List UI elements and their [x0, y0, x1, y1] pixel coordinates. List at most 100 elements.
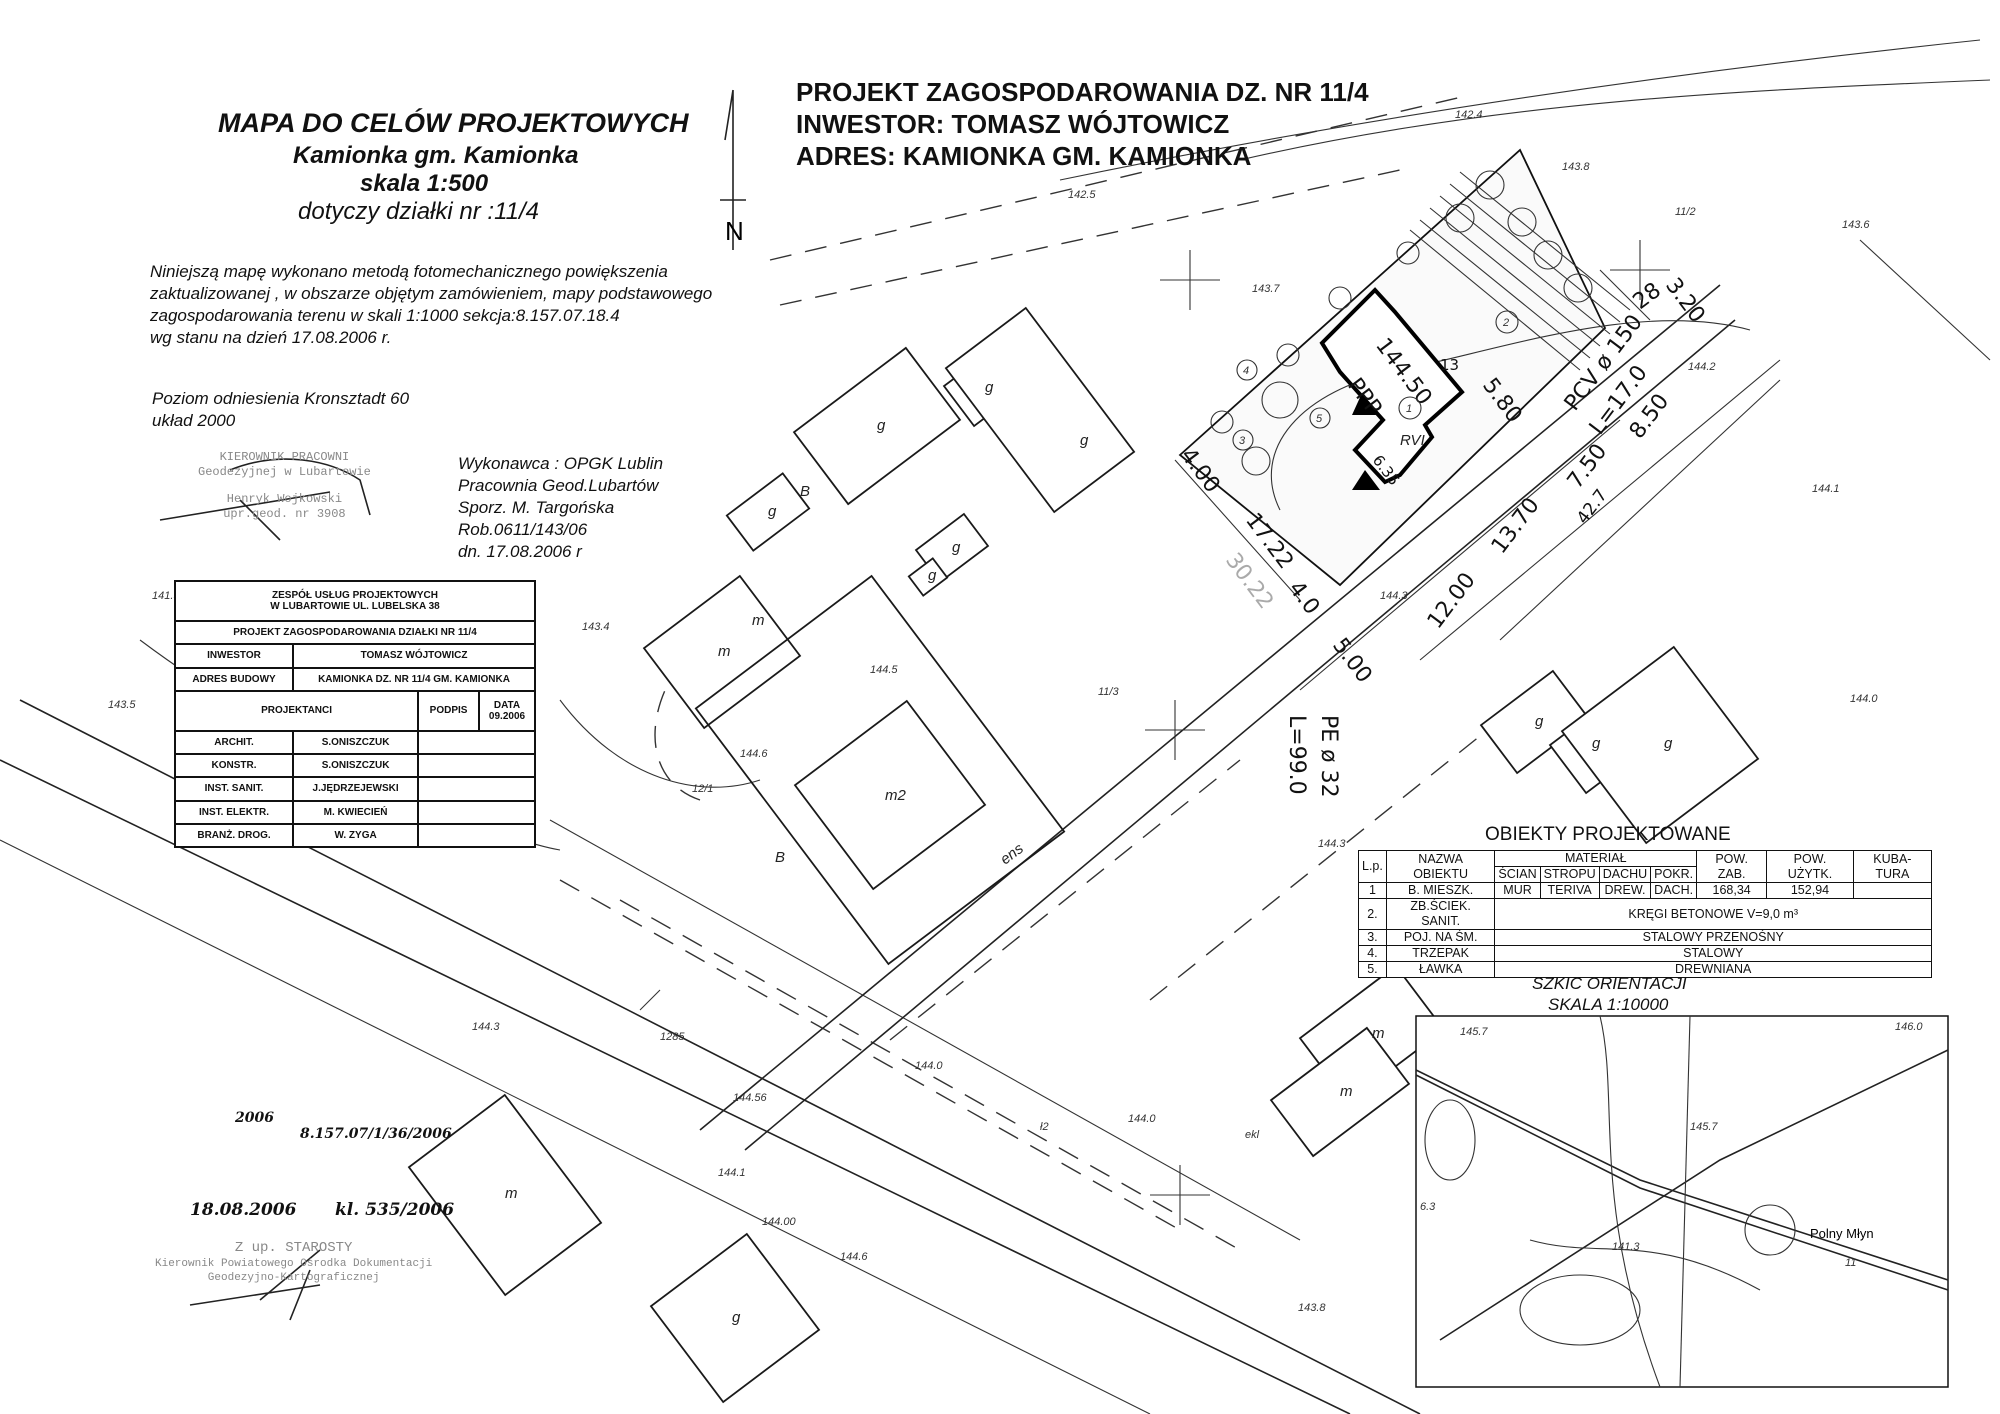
designer: M. KWIECIEŃ	[292, 799, 420, 825]
col-ceiling: STROPU	[1539, 866, 1600, 883]
svg-text:g: g	[877, 417, 886, 434]
svg-text:28: 28	[1629, 278, 1666, 315]
col-material: MATERIAŁ	[1494, 850, 1698, 867]
svg-text:7.50: 7.50	[1563, 439, 1612, 493]
svg-text:144.6: 144.6	[740, 748, 768, 760]
table-row: INST. SANIT.J.JĘDRZEJEWSKI	[173, 776, 536, 802]
cell: 4.	[1358, 945, 1387, 962]
svg-text:11/3: 11/3	[1098, 686, 1119, 698]
svg-text:4: 4	[1243, 365, 1249, 377]
svg-text:145.7: 145.7	[1690, 1121, 1718, 1133]
svg-text:1: 1	[1406, 403, 1412, 415]
signature-bottom	[189, 1249, 321, 1321]
svg-text:144.5: 144.5	[870, 664, 898, 676]
col-area-usable: POW. UŻYTK.	[1766, 850, 1854, 883]
svg-text:4.0: 4.0	[1283, 577, 1324, 620]
designer: S.ONISZCZUK	[292, 729, 420, 756]
parcel-numbers: 11/2 11/3 12/1 1285	[660, 206, 1696, 1043]
map-location: Kamionka gm. Kamionka	[293, 142, 579, 169]
cell: 2.	[1358, 898, 1387, 930]
svg-text:141.9: 141.9	[152, 590, 180, 602]
svg-text:144.1: 144.1	[718, 1167, 746, 1179]
svg-text:PE ø 32: PE ø 32	[1316, 715, 1341, 798]
col-volume: KUBA-TURA	[1852, 850, 1933, 883]
cell: POJ. NA ŚM.	[1385, 929, 1496, 946]
elevation-points: 142.4 143.8 142.5 143.6 143.7 144.2 144.…	[108, 109, 1878, 1314]
project-investor: INWESTOR: TOMASZ WÓJTOWICZ	[796, 109, 1230, 139]
cell: 1	[1358, 882, 1387, 899]
signature-manager	[159, 458, 371, 541]
svg-text:1285: 1285	[660, 1031, 685, 1043]
svg-text:144.3: 144.3	[1380, 590, 1408, 602]
cell: TRZEPAK	[1385, 945, 1496, 962]
address-label: ADRES BUDOWY	[173, 666, 295, 692]
manager-stamp: KIEROWNIK PRACOWNI Geodezyjnej w Lubarto…	[198, 450, 371, 522]
svg-text:12/1: 12/1	[692, 783, 713, 795]
branch: INST. SANIT.	[173, 776, 295, 802]
utility-labels: ens ekl ł2	[997, 840, 1259, 1141]
stamp-line: upr.geod. nr 3908	[223, 507, 346, 521]
trees	[1210, 170, 1593, 476]
table-row: BRANŻ. DROG.W. ZYGA	[173, 822, 536, 849]
objects-table-title: OBIEKTY PROJEKTOWANE	[1485, 824, 1731, 845]
cell: 168,34	[1696, 882, 1768, 899]
svg-text:143.6: 143.6	[1842, 219, 1870, 231]
stamp-line: Geodezyjno-Kartograficznej	[207, 1272, 380, 1284]
cell: TERIVA	[1539, 882, 1600, 899]
object-markers: 1 2 3 4 5	[1232, 310, 1519, 451]
svg-text:m: m	[1372, 1025, 1385, 1042]
orientation-title: SZKIC ORIENTACJI	[1532, 974, 1687, 993]
svg-text:146.0: 146.0	[1895, 1021, 1923, 1033]
svg-text:143.8: 143.8	[1562, 161, 1590, 173]
buildings	[407, 306, 1760, 1404]
svg-text:m: m	[718, 643, 731, 660]
svg-text:11: 11	[1845, 1257, 1856, 1269]
cell: KRĘGI BETONOWE V=9,0 m³	[1494, 898, 1932, 930]
investor-label: INWESTOR	[173, 643, 295, 669]
svg-text:144.1: 144.1	[1812, 483, 1840, 495]
cell: B. MIESZK.	[1385, 882, 1496, 899]
cell: 152,94	[1766, 882, 1854, 899]
svg-text:g: g	[1664, 735, 1673, 752]
cell	[1852, 882, 1933, 899]
orientation-scale: SKALA 1:10000	[1548, 995, 1669, 1014]
svg-text:143.8: 143.8	[1298, 1302, 1326, 1314]
svg-text:g: g	[768, 503, 777, 520]
svg-text:12.00: 12.00	[1423, 568, 1481, 633]
svg-text:B: B	[775, 849, 785, 866]
svg-text:142.4: 142.4	[1455, 109, 1483, 121]
cell: DREW.	[1598, 882, 1652, 899]
map-description: Niniejszą mapę wykonano metodą fotomecha…	[150, 261, 712, 349]
stamp-line: Henryk Wojkowski	[226, 492, 343, 506]
reference-line: Poziom odniesienia Kronsztadt 60	[152, 389, 410, 408]
cell: MUR	[1494, 882, 1541, 899]
description-line: Niniejszą mapę wykonano metodą fotomecha…	[150, 262, 668, 281]
north-arrow-icon: N	[720, 89, 746, 250]
cell: 3.	[1358, 929, 1387, 946]
svg-text:144.00: 144.00	[762, 1216, 797, 1228]
starosta-stamp: Z up. STAROSTY Kierownik Powiatowego Ośr…	[155, 1240, 432, 1285]
cell: DREWNIANA	[1494, 961, 1932, 978]
branch: KONSTR.	[173, 753, 295, 779]
branch: BRANŻ. DROG.	[173, 822, 295, 849]
svg-text:143.5: 143.5	[108, 699, 136, 711]
svg-text:g: g	[1535, 713, 1544, 730]
designers-header: PROJEKTANCI	[173, 689, 420, 732]
stamp-line: Z up. STAROSTY	[234, 1240, 353, 1256]
svg-text:143.4: 143.4	[582, 621, 610, 633]
investor-value: TOMASZ WÓJTOWICZ	[292, 643, 536, 669]
project-header: PROJEKT ZAGOSPODAROWANIA DZ. NR 11/4 INW…	[796, 76, 1369, 172]
svg-text:Polny Młyn: Polny Młyn	[1810, 1226, 1874, 1241]
col-walls: ŚCIAN	[1494, 866, 1541, 883]
svg-text:144.56: 144.56	[733, 1092, 768, 1104]
svg-text:144.6: 144.6	[840, 1251, 868, 1263]
building-labels: g g g g g g m m m2 B B g g g m m m g	[505, 379, 1673, 1326]
svg-text:3: 3	[1239, 435, 1246, 447]
table-row: INST. ELEKTR.M. KWIECIEŃ	[173, 799, 536, 825]
svg-text:g: g	[1592, 735, 1601, 752]
svg-text:g: g	[1080, 432, 1089, 449]
